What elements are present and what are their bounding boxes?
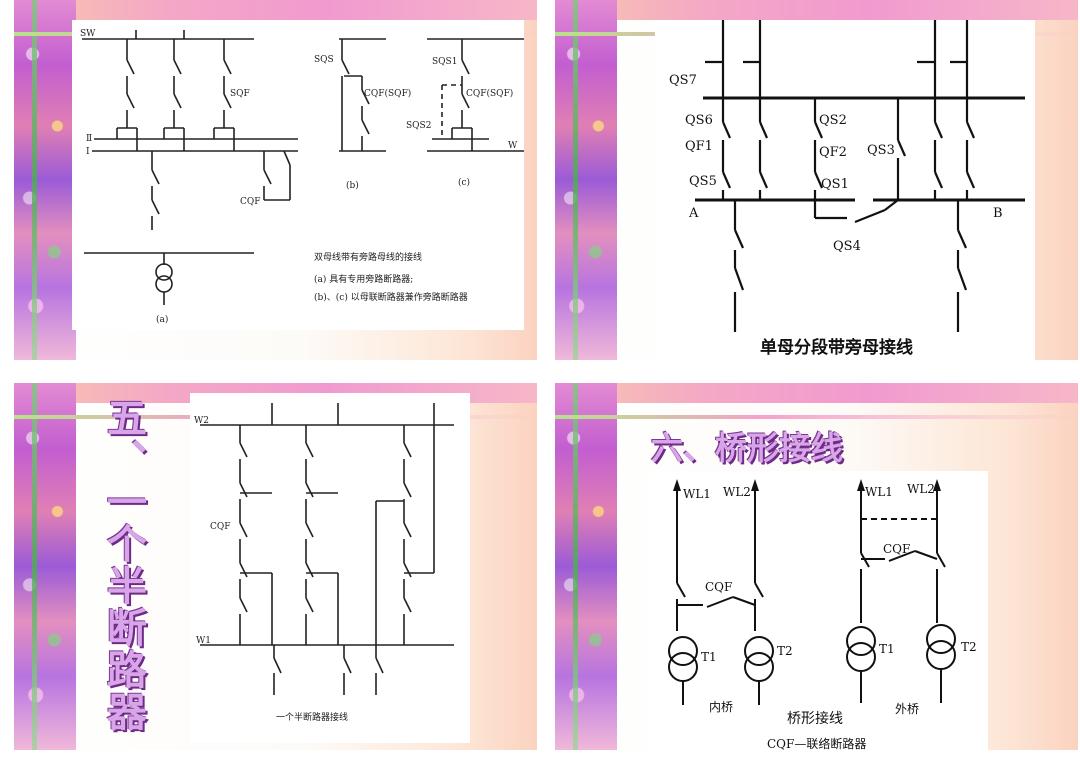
label-qs3: QS3: [867, 143, 895, 158]
bridge-connection-diagram: WL1 WL2 WL1 WL2 CQF CQF T1 T2 T1 T2 内桥 外…: [668, 479, 977, 750]
label-wl1-right: WL1: [865, 485, 893, 499]
label-qs5: QS5: [689, 174, 717, 189]
label-t2-right: T2: [961, 640, 977, 654]
caption-line1: (a) 具有专用旁路断路器;: [314, 273, 413, 285]
floral-decoration: [555, 383, 617, 750]
label-w1: W1: [196, 636, 211, 646]
label-inner-bridge: 内桥: [709, 700, 733, 714]
slide-top-band: [555, 383, 1078, 403]
slide3-caption: 一个半断路器接线: [276, 711, 348, 723]
label-qs1: QS1: [821, 177, 849, 192]
slide4-note: CQF—联络断路器: [767, 736, 866, 750]
label-cqf-left: CQF: [705, 580, 732, 594]
slide-breaker-and-a-half: 五、一个半断路器: [14, 383, 537, 750]
label-sqs1: SQS1: [432, 57, 457, 67]
fig-label-b: (b): [346, 180, 359, 191]
label-qf2: QF2: [819, 145, 847, 160]
label-qs7: QS7: [669, 73, 697, 88]
label-bus-b: B: [993, 206, 1003, 221]
slide4-title: 六、桥形接线: [651, 429, 844, 467]
label-sqs2: SQS2: [406, 121, 431, 131]
label-qs2: QS2: [819, 113, 847, 128]
label-cqf-right: CQF: [883, 542, 910, 556]
slide-accent-bar: [555, 415, 1078, 419]
label-outer-bridge: 外桥: [895, 702, 919, 716]
diagram-panel: [72, 20, 524, 330]
label-t1-right: T1: [879, 642, 895, 656]
label-wl2-left: WL2: [723, 485, 751, 499]
label-cqf-a: CQF: [240, 197, 261, 207]
diagram-panel: [655, 20, 1035, 360]
label-qs4: QS4: [833, 239, 861, 254]
label-bus-a: A: [688, 206, 699, 221]
label-w: W: [508, 141, 518, 151]
slide-sectionalized-bus-bypass: QS7 QS6 QF1 QS5 QS2 QF2 QS1 QS3 QS4 A B …: [555, 0, 1078, 360]
slide3-title: 五、一个半断路器: [100, 397, 147, 733]
label-bus-i: Ⅰ: [86, 147, 90, 157]
label-t2-left: T2: [777, 644, 793, 658]
label-wl1-left: WL1: [683, 487, 711, 501]
double-bus-bypass-diagram: SW Ⅱ Ⅰ SQF CQF SQS CQF(SQF) SQS1 CQF(SQF…: [80, 29, 524, 325]
label-w2: W2: [194, 416, 209, 426]
floral-decoration: [555, 0, 617, 360]
slide2-caption: 单母分段带旁母接线: [760, 337, 913, 358]
label-sqs: SQS: [314, 55, 334, 65]
label-qf1: QF1: [685, 139, 713, 154]
slide4-caption: 桥形接线: [787, 710, 843, 727]
breaker-and-a-half-diagram: W2 W1 CQF 一个半断路器接线: [194, 403, 454, 723]
caption-title: 双母线带有旁路母线的接线: [314, 251, 422, 263]
label-cqf-sqf-c: CQF(SQF): [466, 88, 513, 99]
label-t1-left: T1: [701, 650, 717, 664]
label-wl2-right: WL2: [907, 482, 935, 496]
label-bus-ii: Ⅱ: [86, 134, 92, 144]
label-cqf: CQF: [210, 522, 231, 532]
slide-top-band: [14, 0, 537, 20]
caption-line2: (b)、(c) 以母联断路器兼作旁路断路器: [314, 291, 468, 303]
slide-double-bus-bypass: SW Ⅱ Ⅰ SQF CQF SQS CQF(SQF) SQS1 CQF(SQF…: [14, 0, 537, 360]
fig-label-a: (a): [156, 314, 168, 325]
slide-top-band: [555, 0, 1078, 20]
floral-decoration: [14, 383, 76, 750]
fig-label-c: (c): [458, 177, 470, 188]
diagram-panel: [190, 393, 470, 743]
floral-decoration: [14, 0, 76, 360]
label-qs6: QS6: [685, 113, 713, 128]
label-sw: SW: [80, 29, 96, 39]
slide-bridge-connection: 六、桥形接线: [555, 383, 1078, 750]
label-cqf-sqf-b: CQF(SQF): [364, 88, 411, 99]
diagram-panel: [648, 471, 988, 750]
sectionalized-bus-diagram: QS7 QS6 QF1 QS5 QS2 QF2 QS1 QS3 QS4 A B …: [669, 20, 1025, 358]
label-sqf: SQF: [230, 89, 250, 99]
